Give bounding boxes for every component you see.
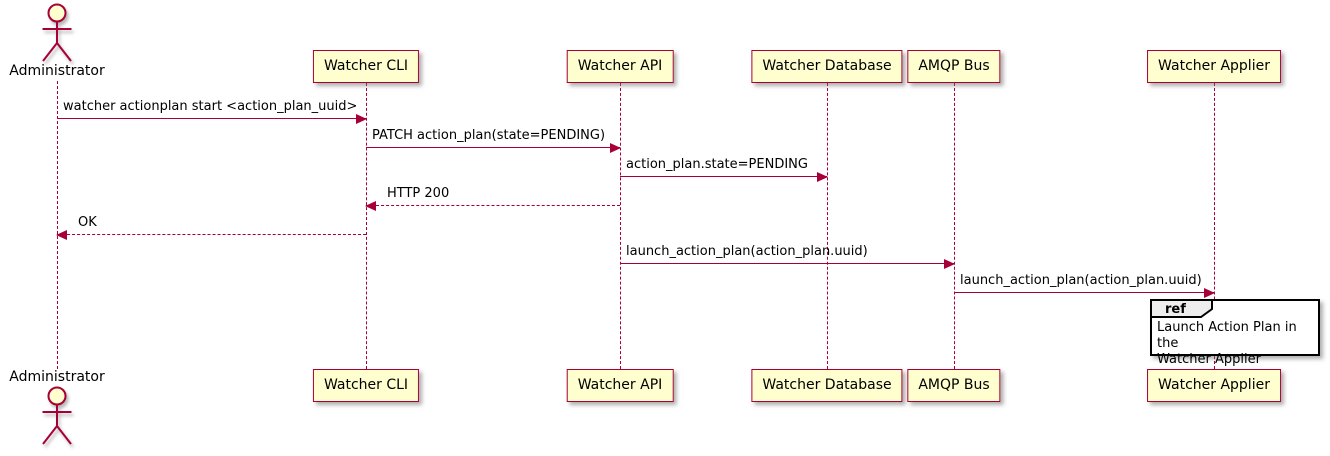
arrowhead-icon bbox=[944, 259, 955, 269]
actor-label-top: Administrator bbox=[9, 63, 105, 79]
participant-watcher-cli-top: Watcher CLI bbox=[312, 50, 420, 83]
message-label: launch_action_plan(action_plan.uuid) bbox=[626, 244, 868, 259]
message-line bbox=[57, 118, 366, 119]
message-line bbox=[954, 292, 1214, 293]
participant-watcher-applier-bottom: Watcher Applier bbox=[1147, 369, 1281, 402]
participant-watcher-database-top: Watcher Database bbox=[751, 50, 903, 83]
participant-watcher-api-bottom: Watcher API bbox=[566, 369, 674, 402]
participant-watcher-applier-top: Watcher Applier bbox=[1147, 50, 1281, 83]
arrowhead-icon bbox=[56, 230, 67, 240]
participant-amqp-bus-bottom: AMQP Bus bbox=[907, 369, 1001, 402]
message-line bbox=[620, 263, 954, 264]
lifeline-watcher-api bbox=[620, 83, 621, 369]
arrowhead-icon bbox=[356, 114, 367, 124]
participant-amqp-bus-top: AMQP Bus bbox=[907, 50, 1001, 83]
message-label: PATCH action_plan(state=PENDING) bbox=[372, 128, 606, 143]
message-http-200: HTTP 200 bbox=[365, 182, 620, 211]
ref-keyword-label: ref bbox=[1165, 302, 1186, 317]
lifeline-administrator bbox=[57, 81, 58, 369]
participant-watcher-cli-bottom: Watcher CLI bbox=[312, 369, 420, 402]
lifeline-watcher-database bbox=[827, 83, 828, 369]
message-line bbox=[57, 234, 366, 235]
message-label: launch_action_plan(action_plan.uuid) bbox=[960, 273, 1202, 288]
ref-text-line1: Launch Action Plan in the bbox=[1157, 320, 1297, 351]
message-state-pending: action_plan.state=PENDING bbox=[620, 153, 828, 182]
actor-label-bottom: Administrator bbox=[9, 369, 105, 385]
arrowhead-icon bbox=[817, 172, 828, 182]
message-label: action_plan.state=PENDING bbox=[626, 157, 808, 172]
message-launch-action-plan-bus: launch_action_plan(action_plan.uuid) bbox=[620, 240, 955, 269]
arrowhead-icon bbox=[365, 201, 376, 211]
message-line bbox=[366, 205, 620, 206]
ref-text: Launch Action Plan in the Watcher Applie… bbox=[1157, 320, 1315, 368]
message-label: watcher actionplan start <action_plan_uu… bbox=[63, 99, 358, 114]
lifeline-amqp-bus bbox=[954, 83, 955, 369]
actor-icon bbox=[42, 386, 72, 445]
participant-watcher-database-bottom: Watcher Database bbox=[751, 369, 903, 402]
message-patch-action-plan: PATCH action_plan(state=PENDING) bbox=[366, 124, 621, 153]
ref-text-line2: Watcher Applier bbox=[1157, 352, 1261, 367]
lifeline-watcher-applier bbox=[1214, 83, 1215, 369]
message-launch-action-plan-applier: launch_action_plan(action_plan.uuid) bbox=[954, 269, 1215, 298]
message-start-actionplan: watcher actionplan start <action_plan_uu… bbox=[57, 95, 367, 124]
message-line bbox=[366, 147, 620, 148]
actor-icon bbox=[42, 3, 72, 62]
participant-watcher-api-top: Watcher API bbox=[566, 50, 674, 83]
message-ok: OK bbox=[56, 211, 366, 240]
arrowhead-icon bbox=[1204, 288, 1215, 298]
arrowhead-icon bbox=[610, 143, 621, 153]
message-label: OK bbox=[78, 215, 97, 230]
ref-keyword-pentagon: ref bbox=[1150, 299, 1213, 318]
lifeline-watcher-cli bbox=[366, 83, 367, 369]
message-line bbox=[620, 176, 827, 177]
ref-fragment: ref Launch Action Plan in the Watcher Ap… bbox=[1150, 299, 1320, 367]
message-label: HTTP 200 bbox=[387, 186, 450, 201]
